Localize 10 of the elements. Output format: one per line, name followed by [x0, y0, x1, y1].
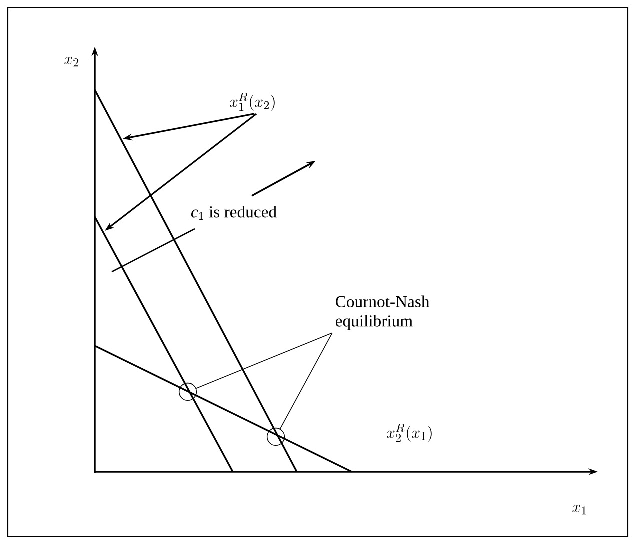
callout-text: Cournot-Nash equilibrium [336, 296, 430, 330]
leader-line [196, 332, 333, 389]
curve-label: $x_2^R(x_1)$ [386, 424, 432, 442]
equilibrium-circle [178, 382, 198, 402]
axis-label: $x_2$ [64, 57, 79, 67]
equilibrium-circle [266, 428, 286, 446]
callout-text: $x_1^R(x_2)$ [230, 92, 275, 112]
axis-label: $x_1$ [572, 505, 586, 515]
curve-label: c$_{1}$ is reduced [191, 206, 277, 220]
leader-line [280, 332, 333, 430]
